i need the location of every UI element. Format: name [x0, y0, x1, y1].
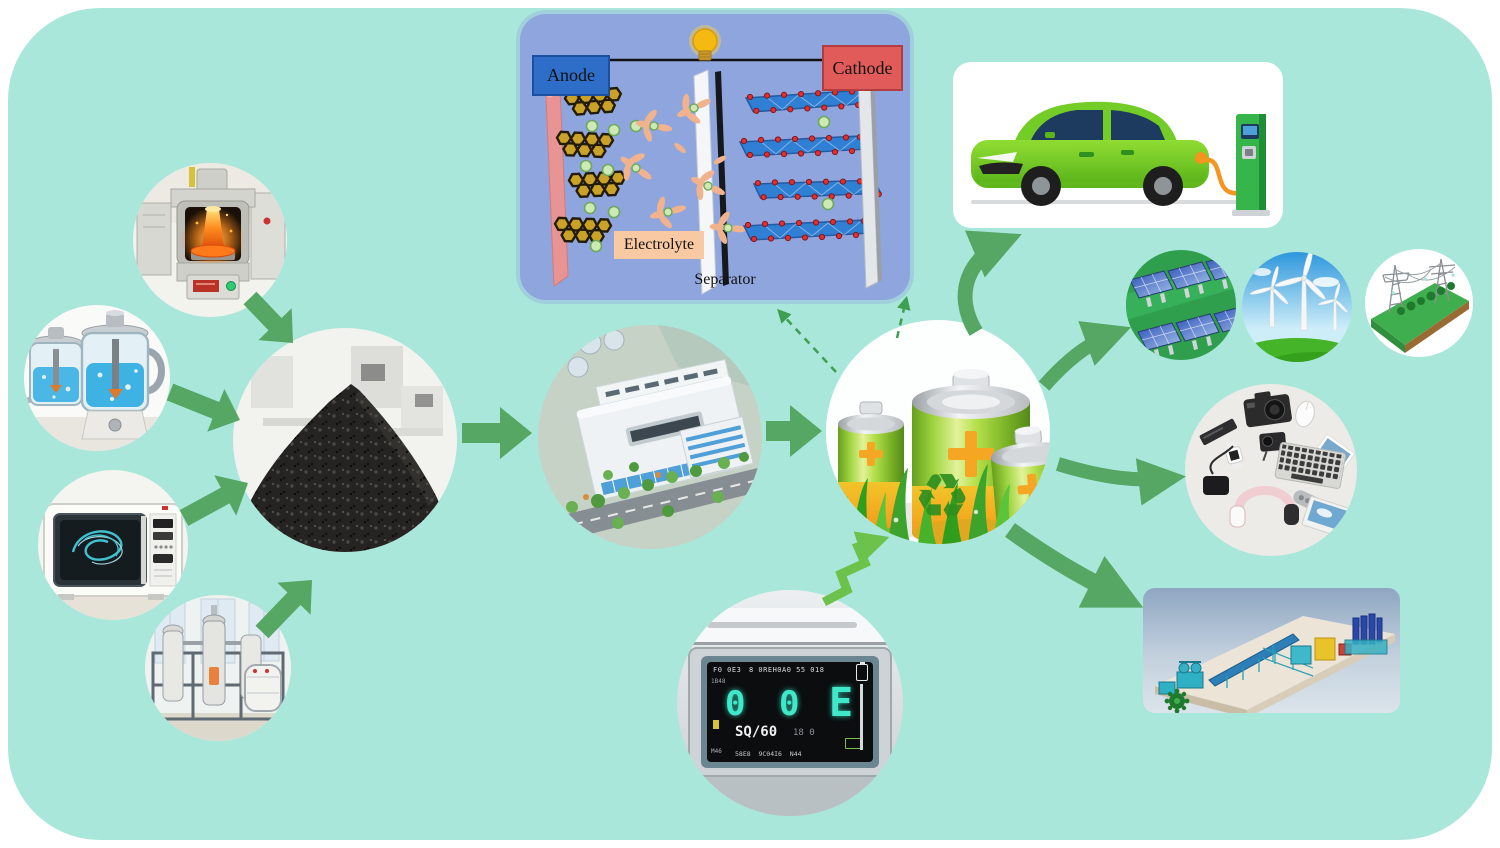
- tester-digit-1: 0: [725, 684, 746, 724]
- camera: [1243, 391, 1292, 428]
- microwave-node: [38, 470, 188, 620]
- anode-current-collector: [545, 87, 569, 287]
- furnace-node: [133, 163, 287, 317]
- battery-outline-nub: [859, 662, 865, 664]
- battery-cell-diagram: Anode Cathode Electrolyte Separator: [520, 14, 910, 300]
- furnace-display: [193, 280, 219, 292]
- tester-lcd: [707, 662, 873, 762]
- tester-footer-text: 58E8 9C04I6 N44: [735, 750, 802, 758]
- light-bulb-icon: [689, 25, 721, 61]
- office-building: [595, 358, 731, 410]
- mixer-node: [24, 305, 170, 451]
- ev-charging-panel: [953, 62, 1283, 228]
- recycling-line-panel: [1143, 588, 1400, 713]
- electronics-node: [1185, 384, 1357, 556]
- power-bank: [1199, 418, 1238, 446]
- storage-tank: [244, 664, 282, 712]
- door-handle: [141, 516, 146, 584]
- tester-header-left: F0 0E3: [713, 666, 742, 674]
- wind-node: [1242, 252, 1352, 362]
- tester-digit-2: 0: [779, 684, 800, 724]
- ground-line: [971, 200, 1261, 204]
- tester-side-label: 1B48: [711, 678, 726, 685]
- mouse: [1295, 400, 1315, 428]
- headphones: [1229, 486, 1299, 528]
- separator-label: Separator: [694, 271, 756, 288]
- electrolyte-label: Electrolyte: [614, 231, 704, 259]
- carbon-powder-node: [233, 328, 457, 552]
- cathode-current-collector: [857, 69, 882, 289]
- electric-car: [971, 101, 1209, 206]
- charging-station: [1202, 114, 1270, 216]
- chemical-plant-node: [145, 595, 291, 741]
- charger: [1203, 445, 1234, 495]
- plasma-swirl: [71, 530, 123, 565]
- power-grid-node: [1365, 249, 1473, 357]
- furnace-button: [226, 281, 236, 291]
- machinery: [1158, 613, 1388, 695]
- tester-header-center: 8 0REH0A0 55 018: [749, 666, 825, 674]
- circuit-wire: [606, 58, 860, 92]
- smartwatch: [1225, 441, 1244, 470]
- battery-tester-node: [677, 590, 903, 816]
- cathode-label: Cathode: [822, 45, 903, 91]
- gear-icon: [1164, 688, 1190, 713]
- anode-label: Anode: [532, 55, 610, 96]
- tester-screen-content: F0 0E3 8 0REH0A0 55 018 1B48 0 0 E SQ/60…: [707, 662, 873, 762]
- tester-footer-left: M46: [711, 748, 722, 755]
- warning-icon: [713, 720, 719, 729]
- yellow-unit: [1314, 637, 1336, 661]
- solvated-ion-clusters: [609, 83, 749, 248]
- tester-mode-label: SQ/60: [735, 724, 778, 740]
- level-track: [860, 684, 863, 750]
- trees-row: [1397, 282, 1455, 315]
- action-camera: [1259, 431, 1287, 462]
- reactor-glow: [209, 667, 219, 685]
- power-lines: [1384, 262, 1456, 284]
- keyboard: [1274, 441, 1347, 489]
- tester-mode-secondary: 18 0: [793, 728, 815, 738]
- molten-material: [202, 209, 224, 247]
- tester-digit-3: E: [829, 680, 854, 726]
- battery-outline-icon: [856, 664, 868, 681]
- mixer-jar-front: [80, 310, 165, 440]
- ev-charging-graphic: [971, 101, 1270, 216]
- solar-node: [1126, 250, 1236, 360]
- recycle-icon: ♻: [913, 461, 971, 533]
- mixer-jar-back: [29, 327, 83, 406]
- factory-node: [538, 325, 762, 549]
